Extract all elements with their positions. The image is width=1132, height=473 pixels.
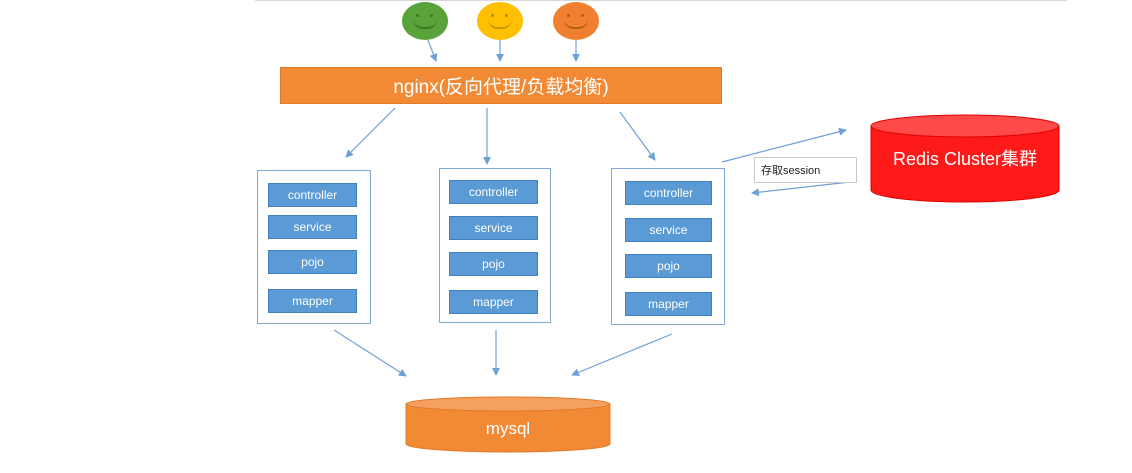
pojo-layer: pojo xyxy=(449,252,538,276)
mysql-cylinder-shape xyxy=(405,396,611,453)
session-access-label: 存取session xyxy=(754,157,857,183)
service-layer: service xyxy=(268,215,357,239)
mapper-layer: mapper xyxy=(449,290,538,314)
arrow-server-redis xyxy=(721,127,847,163)
session-label-text: 存取session xyxy=(761,165,821,177)
controller-layer: controller xyxy=(268,183,357,207)
arrow-user1-nginx xyxy=(427,39,438,62)
arrow-server3-mysql xyxy=(571,333,673,377)
pojo-layer: pojo xyxy=(268,250,357,274)
arrow-server1-mysql xyxy=(333,329,407,377)
mysql-cylinder: mysql xyxy=(405,396,611,454)
arrow-nginx-server1 xyxy=(345,107,396,158)
mysql-label: mysql xyxy=(485,419,531,438)
arrow-redis-server xyxy=(751,181,851,197)
controller-layer: controller xyxy=(449,180,538,204)
app-server-3: controller service pojo mapper xyxy=(611,168,725,325)
pojo-layer: pojo xyxy=(625,254,712,278)
mapper-layer: mapper xyxy=(625,292,712,316)
redis-label: Redis Cluster集群 xyxy=(892,149,1038,169)
service-layer: service xyxy=(449,216,538,240)
controller-layer: controller xyxy=(625,181,712,205)
redis-cylinder-shape xyxy=(870,114,1060,203)
service-layer: service xyxy=(625,218,712,242)
arrow-nginx-server3 xyxy=(619,111,656,161)
app-server-1: controller service pojo mapper xyxy=(257,170,371,324)
nginx-label: nginx(反向代理/负载均衡) xyxy=(393,77,609,98)
redis-cluster-cylinder: Redis Cluster集群 xyxy=(870,114,1060,204)
mapper-layer: mapper xyxy=(268,289,357,313)
top-divider xyxy=(255,0,1067,1)
user-yellow-icon xyxy=(477,2,523,40)
user-orange-icon xyxy=(553,2,599,40)
app-server-2: controller service pojo mapper xyxy=(439,168,551,323)
user-green-icon xyxy=(402,2,448,40)
nginx-load-balancer: nginx(反向代理/负载均衡) xyxy=(280,67,722,104)
